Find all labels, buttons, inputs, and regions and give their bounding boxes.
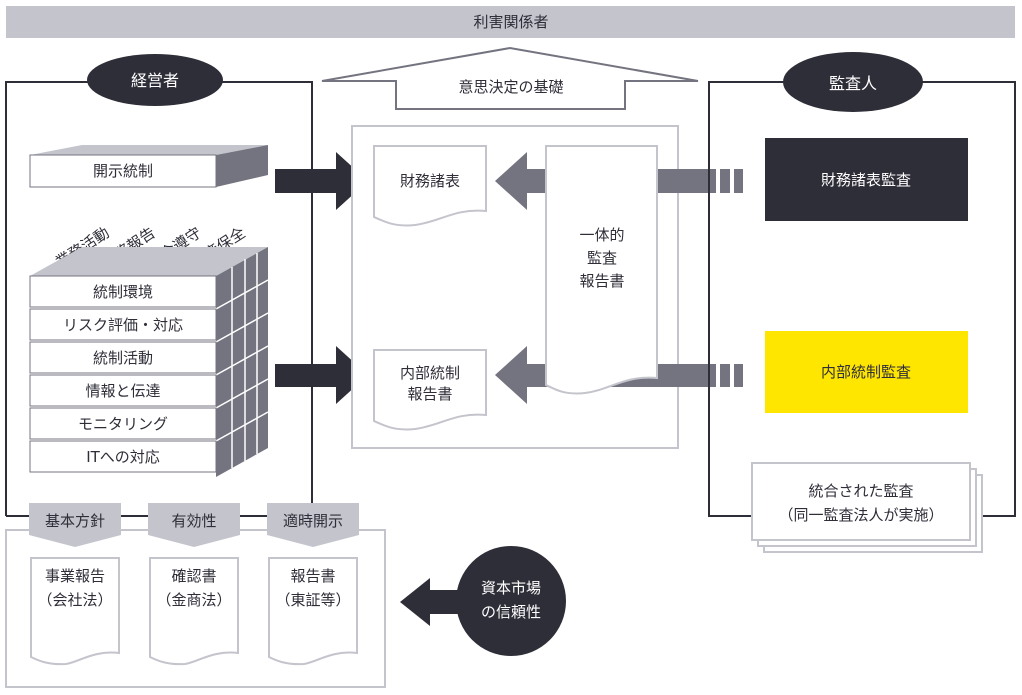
ic-report-label-line2: 報告書 <box>407 385 452 403</box>
right-arrow-icon <box>275 346 368 404</box>
integrated-audit-report-doc <box>545 145 658 395</box>
doc-subtitle: （東証等） <box>275 591 350 609</box>
component-label: リスク評価・対応 <box>63 316 183 334</box>
auditor-badge <box>783 52 923 112</box>
slab-front-face <box>29 154 217 188</box>
cube-grid <box>215 253 269 468</box>
tab-pentagon <box>148 503 240 547</box>
component-row <box>29 407 217 440</box>
up-arrow-icon <box>321 46 699 110</box>
capital-market-reliability: 資本市場 の信頼性 <box>400 546 566 656</box>
auditor-label: 監査人 <box>829 74 877 93</box>
management-badge <box>87 54 223 106</box>
right-arrow-icon <box>275 152 368 210</box>
component-row <box>29 440 217 473</box>
decision-basis-label: 意思決定の基礎 <box>458 78 563 96</box>
capital-market-line2: の信頼性 <box>481 603 541 621</box>
center-reports-box: 財務諸表 内部統制 報告書 一体的 監査 報告書 <box>351 125 743 449</box>
cube-top-face <box>30 247 268 276</box>
disclosure-doc <box>268 557 358 666</box>
tab-label: 有効性 <box>171 512 216 530</box>
stakeholders-bar-bg <box>6 6 1015 38</box>
dash-block <box>734 364 743 387</box>
capital-market-badge <box>456 546 566 656</box>
component-row <box>29 275 217 308</box>
integrated-report-line2: 監査 <box>587 249 617 267</box>
disclosure-doc <box>149 557 239 666</box>
dash-block <box>734 169 743 193</box>
cube-side-face <box>216 247 268 477</box>
financial-statements-doc <box>373 145 487 227</box>
financial-statement-audit-label: 財務諸表監査 <box>821 171 911 189</box>
internal-control-audit-label: 内部統制監査 <box>821 363 911 381</box>
integrated-audit-line2: （同一監査法人が実施） <box>778 506 943 524</box>
integrated-report-line1: 一体的 <box>579 226 624 244</box>
integrated-audit-line1: 統合された監査 <box>808 482 913 500</box>
tab-label: 基本方針 <box>45 512 105 530</box>
management-label: 経営者 <box>131 71 179 90</box>
financial-statements-label: 財務諸表 <box>400 172 460 190</box>
dash-block <box>720 169 730 193</box>
disclosure-control-slab: 開示統制 <box>29 145 268 188</box>
tab-label: 適時開示 <box>283 512 343 530</box>
component-label: モニタリング <box>78 415 168 433</box>
component-row <box>29 374 217 407</box>
component-label: 統制活動 <box>93 349 153 367</box>
disclosure-documents-box: 事業報告 （会社法） 確認書 （金商法） 報告書 （東証等） 基本方針 有効性 適時開示 <box>5 503 386 688</box>
tab-pentagon <box>29 503 121 547</box>
integrated-audit-card <box>751 462 971 541</box>
disclosure-control-label: 開示統制 <box>93 162 153 180</box>
ic-report-label-line1: 内部統制 <box>400 364 460 382</box>
component-row <box>29 341 217 374</box>
internal-control-audit-box <box>765 331 968 413</box>
slab-side-face <box>216 145 268 187</box>
doc-title: 確認書 <box>171 567 216 585</box>
component-row <box>29 308 217 341</box>
component-label: ITへの対応 <box>86 448 160 466</box>
stakeholders-label: 利害関係者 <box>473 13 548 31</box>
management-to-financial-statements-arrow <box>275 152 368 210</box>
financial-statement-audit-box <box>765 138 968 221</box>
slab-top-face <box>30 145 268 155</box>
stakeholders-bar: 利害関係者 <box>6 6 1015 38</box>
ic-report-doc <box>373 349 487 431</box>
tab-pentagon <box>267 503 359 547</box>
component-label: 統制環境 <box>93 283 153 301</box>
management-frame: 経営者 <box>5 54 313 517</box>
doc-subtitle: （会社法） <box>37 591 112 609</box>
doc-title: 事業報告 <box>45 567 105 585</box>
decision-basis-arrow: 意思決定の基礎 <box>321 46 699 110</box>
capital-market-line1: 資本市場 <box>481 579 541 597</box>
integrated-report-line3: 報告書 <box>579 272 624 290</box>
auditor-frame: 監査人 財務諸表監査 内部統制監査 統合された監査 （同一監査法人が実施） <box>708 52 1016 553</box>
doc-subtitle: （金商法） <box>156 591 231 609</box>
management-to-ic-report-arrow <box>275 346 368 404</box>
component-label: 情報と伝達 <box>85 382 160 400</box>
dash-block <box>720 364 730 387</box>
disclosure-doc <box>30 557 120 666</box>
doc-title: 報告書 <box>290 567 335 585</box>
